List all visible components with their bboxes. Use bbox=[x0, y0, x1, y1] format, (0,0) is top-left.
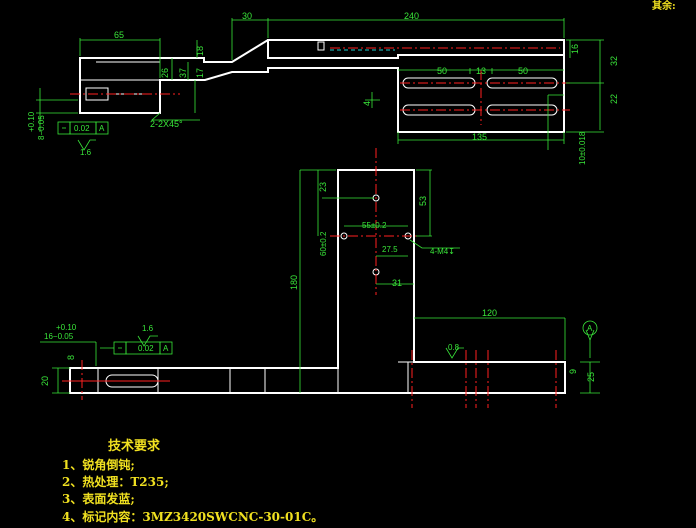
dim-120: 120 bbox=[482, 308, 497, 318]
dim-37: 37 bbox=[178, 68, 188, 78]
flatness-value-top: 0.02 bbox=[74, 124, 90, 133]
dim-4: 4 bbox=[362, 101, 372, 106]
technical-notes: 技术要求 1、锐角倒钝; 2、热处理：T235; 3、表面发蓝; 4、标记内容：… bbox=[62, 438, 323, 524]
dim-13: 13 bbox=[476, 66, 486, 76]
dim-50-left: 50 bbox=[437, 66, 447, 76]
front-view-outline bbox=[69, 169, 566, 394]
chamfer-leader bbox=[150, 112, 200, 121]
dim-25: 25 bbox=[586, 372, 596, 382]
note-item-1: 1、锐角倒钝; bbox=[62, 457, 135, 472]
dim-240: 240 bbox=[404, 11, 419, 21]
roughness-symbol-16 bbox=[137, 335, 158, 347]
dim-16: 16 bbox=[570, 44, 580, 54]
dim-26: 26 bbox=[160, 68, 170, 78]
slot-top-left bbox=[402, 77, 476, 89]
dim-23: 23 bbox=[318, 182, 328, 192]
flatness-ref-top: A bbox=[99, 124, 105, 133]
datum-symbol bbox=[582, 320, 598, 336]
dim-53: 53 bbox=[418, 196, 428, 206]
roughness-symbol-top bbox=[77, 139, 96, 151]
flatness-frame-top: 0.02 A bbox=[57, 121, 109, 135]
notes-title: 技术要求 bbox=[108, 438, 161, 454]
top-view-dim-lines bbox=[36, 18, 604, 150]
datum-letter: A bbox=[587, 324, 593, 333]
roughness-16: 1.6 bbox=[142, 324, 154, 333]
tol-plus-top: +0.10 bbox=[27, 111, 36, 132]
slot-bottom-left bbox=[402, 104, 476, 116]
tol-plus-front: +0.10 bbox=[56, 323, 77, 332]
note-item-4: 4、标记内容：3MZ3420SWCNC-30-01C。 bbox=[62, 509, 323, 524]
dim-22: 22 bbox=[609, 94, 619, 104]
dim-8: 8 bbox=[66, 355, 76, 360]
note-item-3: 3、表面发蓝; bbox=[62, 491, 135, 506]
slot-bottom-right bbox=[486, 104, 558, 116]
flatness-ref-front: A bbox=[163, 344, 169, 353]
roughness-top: 1.6 bbox=[80, 148, 92, 157]
front-view-left-slot bbox=[105, 374, 159, 388]
top-view-lever-lines bbox=[80, 61, 160, 81]
tol-minus-top: 8−0.05 bbox=[37, 115, 46, 140]
front-view: 23 53 55±0.2 60±0.2 27.5 31 180 120 4-M4… bbox=[40, 148, 600, 408]
dim-31: 31 bbox=[392, 278, 402, 288]
flatness-frame-front: 0.02 A bbox=[100, 341, 173, 355]
top-view-outline bbox=[79, 39, 565, 133]
dim-9: 9 bbox=[568, 369, 578, 374]
dim-55: 55±0.2 bbox=[362, 221, 387, 230]
roughness-08: 0.8 bbox=[448, 343, 460, 352]
flatness-value-front: 0.02 bbox=[138, 344, 154, 353]
note-item-2: 2、热处理：T235; bbox=[62, 474, 169, 489]
front-view-divisions bbox=[97, 362, 409, 393]
dim-20: 20 bbox=[40, 376, 50, 386]
corner-label: 其余: bbox=[652, 0, 676, 12]
top-view-centerlines bbox=[70, 47, 570, 125]
tol-leader-front bbox=[40, 341, 97, 366]
dim-32: 32 bbox=[609, 56, 619, 66]
dim-50-right: 50 bbox=[518, 66, 528, 76]
dim-17: 17 bbox=[195, 68, 205, 78]
dim-180: 180 bbox=[289, 275, 299, 290]
dim-10-tolerance: 10±0.018 bbox=[578, 131, 587, 165]
chamfer-note: 2-2X45° bbox=[150, 119, 183, 129]
top-view: 30 240 65 18 16 26 37 17 50 13 50 32 22 … bbox=[27, 11, 619, 165]
dim-18: 18 bbox=[195, 46, 205, 56]
slot-top-right bbox=[486, 77, 558, 89]
tol-minus-front: 16−0.05 bbox=[44, 332, 74, 341]
dim-65: 65 bbox=[114, 30, 124, 40]
front-view-dim-lines bbox=[52, 169, 600, 394]
dim-135: 135 bbox=[472, 132, 487, 142]
hole-left bbox=[340, 232, 348, 240]
roughness-symbol-08 bbox=[445, 347, 464, 359]
hole-note: 4-M4↧ bbox=[430, 247, 455, 256]
dim-60: 60±0.2 bbox=[319, 231, 328, 256]
top-view-mark bbox=[317, 41, 325, 51]
dim-27-5: 27.5 bbox=[382, 245, 398, 254]
dim-30: 30 bbox=[242, 11, 252, 21]
